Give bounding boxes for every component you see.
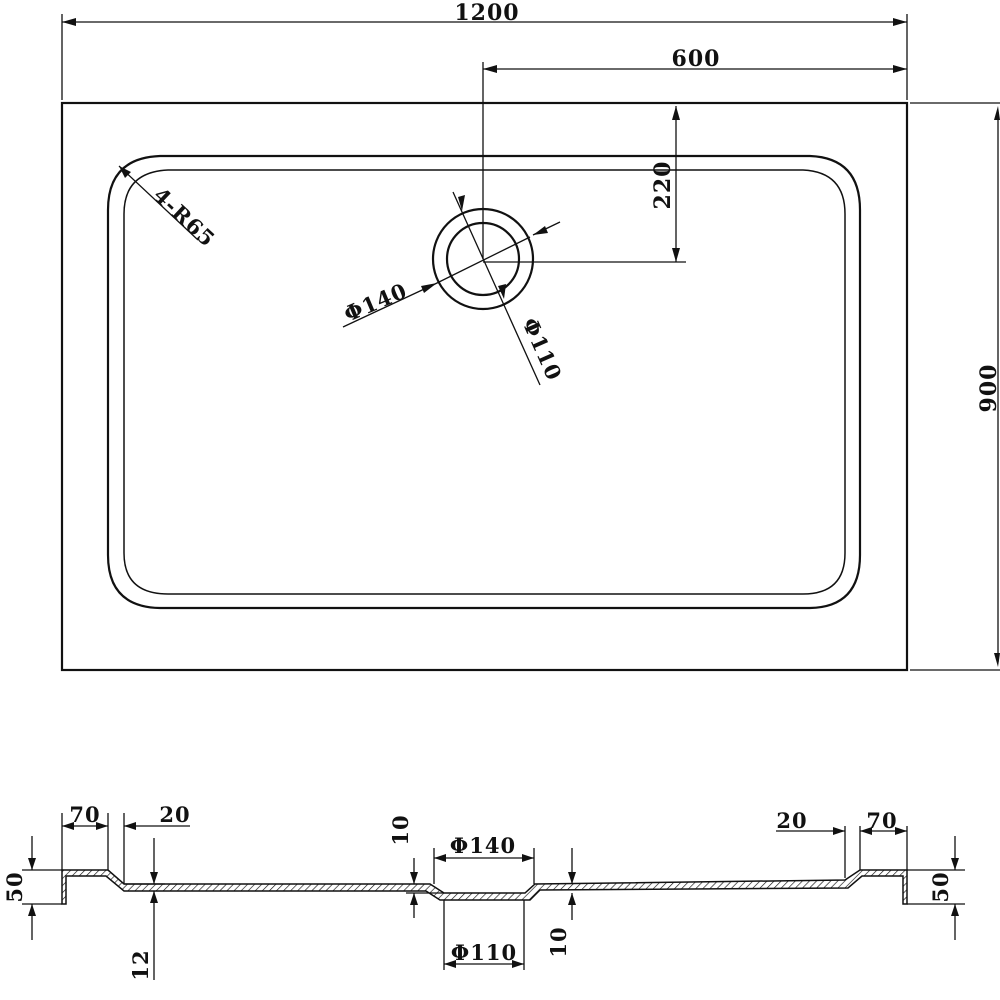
left-height-label: 50 <box>2 871 27 902</box>
tray-outline <box>60 101 909 672</box>
depth-dimension-label: 900 <box>976 364 1000 413</box>
corner-radius-label: 4-R65 <box>149 182 221 251</box>
plan-view: 1200 600 220 900 4-R65 Φ140 <box>60 0 1000 672</box>
drain-offset-y-label: 220 <box>650 161 676 210</box>
drain-inner-diameter-label: Φ110 <box>517 314 567 385</box>
section-drain-top-label: Φ140 <box>450 833 516 858</box>
lower-step-label: 10 <box>546 926 571 957</box>
right-height-label: 50 <box>928 871 953 902</box>
right-slope-width-label: 20 <box>776 808 807 833</box>
section-view: 70 20 20 70 50 50 12 <box>2 802 965 981</box>
left-rim-width-label: 70 <box>69 802 100 827</box>
base-thickness-label: 12 <box>128 949 153 980</box>
width-dimension-label: 1200 <box>454 0 519 26</box>
section-profile <box>61 869 908 905</box>
upper-step-label: 10 <box>388 814 413 845</box>
drain-outer-diameter-label: Φ140 <box>340 278 411 327</box>
section-drain-bottom-label: Φ110 <box>451 940 517 965</box>
basin-outer-edge <box>106 154 862 610</box>
right-rim-width-label: 70 <box>866 808 897 833</box>
left-slope-width-label: 20 <box>159 802 190 827</box>
drain-offset-x-label: 600 <box>672 46 721 72</box>
basin-inner-edge <box>123 169 846 595</box>
